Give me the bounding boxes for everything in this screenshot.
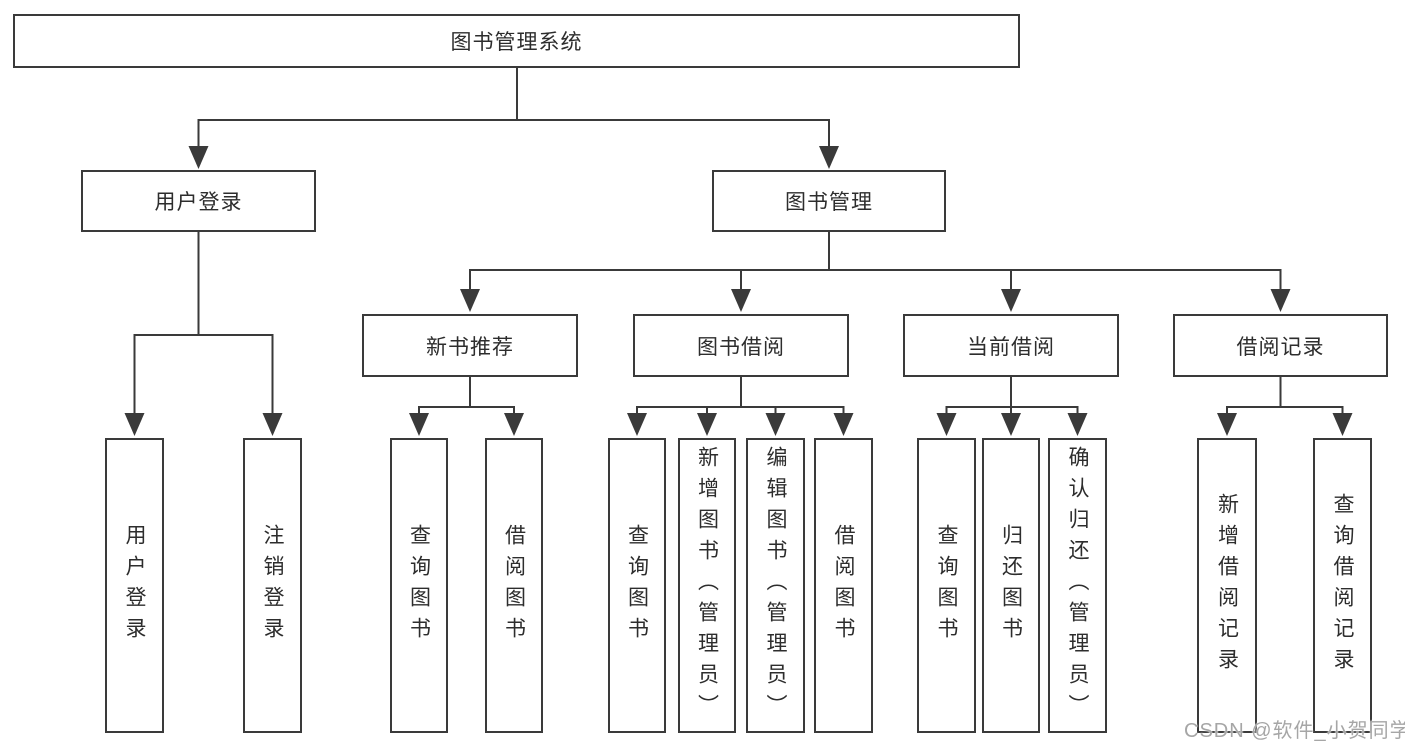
arrow-g3-leaf1 bbox=[936, 413, 957, 436]
arrow-g2-leaf3 bbox=[765, 413, 786, 436]
node-query-borrow-record: 查询借阅记录 bbox=[1313, 438, 1372, 733]
node-book-management-branch: 图书管理 bbox=[712, 170, 946, 232]
node-add-borrow-record-label: 新增借阅记录 bbox=[1215, 492, 1239, 679]
arrow-logout-leaf bbox=[262, 413, 283, 436]
node-borrow-books-borrowing-label: 借阅图书 bbox=[832, 523, 855, 648]
node-add-book-admin: 新增图书（管理员） bbox=[678, 438, 736, 733]
arrow-g1-leaf1 bbox=[409, 413, 429, 436]
arrow-g4-leaf1 bbox=[1217, 413, 1237, 436]
node-borrow-books-recommend-label: 借阅图书 bbox=[502, 523, 526, 648]
arrow-g3-leaf3 bbox=[1067, 413, 1088, 436]
node-query-borrow-record-label: 查询借阅记录 bbox=[1331, 492, 1354, 679]
node-return-book-label: 归还图书 bbox=[999, 523, 1023, 648]
node-root: 图书管理系统 bbox=[13, 14, 1020, 68]
node-borrow-books-recommend: 借阅图书 bbox=[485, 438, 543, 733]
node-logout-leaf-label: 注销登录 bbox=[261, 523, 284, 648]
node-return-book: 归还图书 bbox=[982, 438, 1040, 733]
node-add-borrow-record: 新增借阅记录 bbox=[1197, 438, 1257, 733]
arrow-login-leaf bbox=[124, 413, 145, 436]
node-query-books-recommend-label: 查询图书 bbox=[407, 523, 431, 648]
node-root-label: 图书管理系统 bbox=[450, 31, 583, 54]
node-book-borrowing: 图书借阅 bbox=[633, 314, 849, 377]
node-book-management-branch-label: 图书管理 bbox=[785, 191, 873, 214]
node-confirm-return-admin-label: 确认归还（管理员） bbox=[1066, 446, 1089, 725]
node-query-books-borrowing-label: 查询图书 bbox=[625, 523, 649, 648]
node-borrow-books-borrowing: 借阅图书 bbox=[814, 438, 873, 733]
node-user-login-branch-label: 用户登录 bbox=[154, 191, 243, 214]
node-borrowing-records-label: 借阅记录 bbox=[1236, 335, 1325, 359]
node-borrowing-records: 借阅记录 bbox=[1173, 314, 1388, 377]
arrow-g3-leaf2 bbox=[1001, 413, 1021, 436]
arrow-g1-leaf2 bbox=[504, 413, 524, 436]
arrow-g2-leaf4 bbox=[833, 413, 854, 436]
arrow-g2-leaf2 bbox=[697, 413, 717, 436]
node-query-books-current: 查询图书 bbox=[917, 438, 976, 733]
node-confirm-return-admin: 确认归还（管理员） bbox=[1048, 438, 1107, 733]
arrow-book-mgmt bbox=[819, 146, 839, 169]
node-add-book-admin-label: 新增图书（管理员） bbox=[695, 446, 719, 725]
node-query-books-recommend: 查询图书 bbox=[390, 438, 448, 733]
node-new-book-recommend-label: 新书推荐 bbox=[426, 335, 514, 359]
node-user-login-leaf-label: 用户登录 bbox=[123, 523, 146, 648]
node-query-books-current-label: 查询图书 bbox=[935, 523, 958, 648]
node-current-borrowing: 当前借阅 bbox=[903, 314, 1119, 377]
arrow-current bbox=[1001, 289, 1021, 312]
node-query-books-borrowing: 查询图书 bbox=[608, 438, 666, 733]
node-user-login-branch: 用户登录 bbox=[81, 170, 316, 232]
arrow-g2-leaf1 bbox=[627, 413, 647, 436]
node-new-book-recommend: 新书推荐 bbox=[362, 314, 578, 377]
node-book-borrowing-label: 图书借阅 bbox=[697, 335, 785, 359]
arrow-g4-leaf2 bbox=[1332, 413, 1353, 436]
arrowheads bbox=[124, 146, 1353, 436]
node-current-borrowing-label: 当前借阅 bbox=[967, 335, 1055, 359]
node-user-login-leaf: 用户登录 bbox=[105, 438, 164, 733]
node-edit-book-admin-label: 编辑图书（管理员） bbox=[764, 446, 787, 725]
node-edit-book-admin: 编辑图书（管理员） bbox=[746, 438, 805, 733]
arrow-user-login bbox=[188, 146, 209, 169]
arrow-recommend bbox=[460, 289, 480, 312]
node-logout-leaf: 注销登录 bbox=[243, 438, 302, 733]
arrow-records bbox=[1270, 289, 1291, 312]
arrow-borrowing bbox=[731, 289, 751, 312]
